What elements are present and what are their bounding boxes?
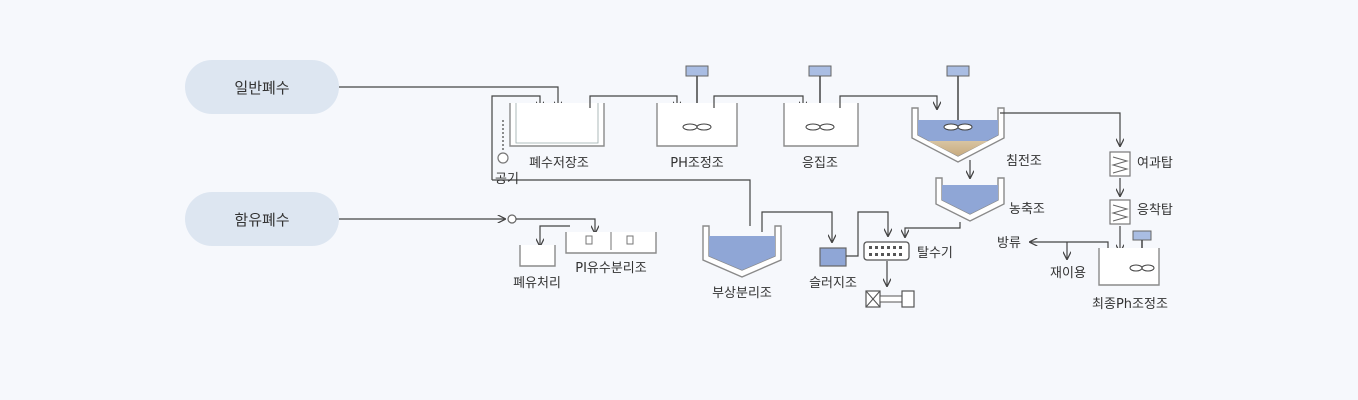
air-label: 공기	[495, 172, 519, 187]
air-input: 공기	[495, 120, 519, 187]
thickening-label: 농축조	[1009, 202, 1045, 217]
ph-adjust-tank: PH조정조	[656, 65, 738, 171]
thickening-tank: 농축조	[935, 177, 1045, 222]
storage-tank-label: 폐수저장조	[529, 156, 589, 171]
storage-tank: 폐수저장조	[509, 103, 605, 171]
adsorption-tower-label: 응착탑	[1137, 203, 1173, 218]
settling-tank: 침전조	[911, 65, 1042, 169]
dewatering-machine: 탈수기	[863, 241, 953, 261]
general-wastewater-source: 일반폐수	[185, 60, 339, 114]
oil-treatment-label: 폐유처리	[513, 276, 561, 291]
oily-flow-lines	[339, 214, 595, 233]
discharge-label: 방류	[997, 236, 1021, 251]
settling-label: 침전조	[1006, 154, 1042, 169]
general-flow-lines	[339, 86, 751, 226]
flotation-tank: 부상분리조	[702, 225, 782, 301]
oily-wastewater-source: 함유폐수	[185, 192, 339, 246]
oil-separator-tank: PI유수분리조	[565, 232, 657, 276]
filter-tower: 여과탑	[1109, 151, 1173, 177]
discharge-reuse-flow: 방류 재이용	[997, 236, 1109, 281]
sludge-tank: 슬러지조	[809, 247, 857, 291]
reuse-label: 재이용	[1050, 266, 1086, 281]
flotation-label: 부상분리조	[712, 286, 772, 301]
oil-separator-label: PI유수분리조	[575, 261, 647, 276]
filter-tower-label: 여과탑	[1137, 156, 1173, 171]
sludge-label: 슬러지조	[809, 276, 857, 291]
general-wastewater-label: 일반폐수	[234, 79, 289, 97]
dewatering-label: 탈수기	[917, 246, 953, 261]
coagulation-label: 응집조	[802, 156, 838, 171]
ph-adjust-label: PH조정조	[670, 156, 724, 171]
oil-treatment-tank: 폐유처리	[513, 245, 561, 291]
final-ph-label: 최종Ph조정조	[1092, 297, 1168, 312]
final-ph-tank: 최종Ph조정조	[1092, 230, 1168, 312]
oily-wastewater-label: 함유폐수	[234, 211, 289, 229]
adsorption-tower: 응착탑	[1109, 199, 1173, 225]
coagulation-tank: 응집조	[783, 65, 859, 171]
sludge-cake-container-icon	[865, 290, 915, 308]
